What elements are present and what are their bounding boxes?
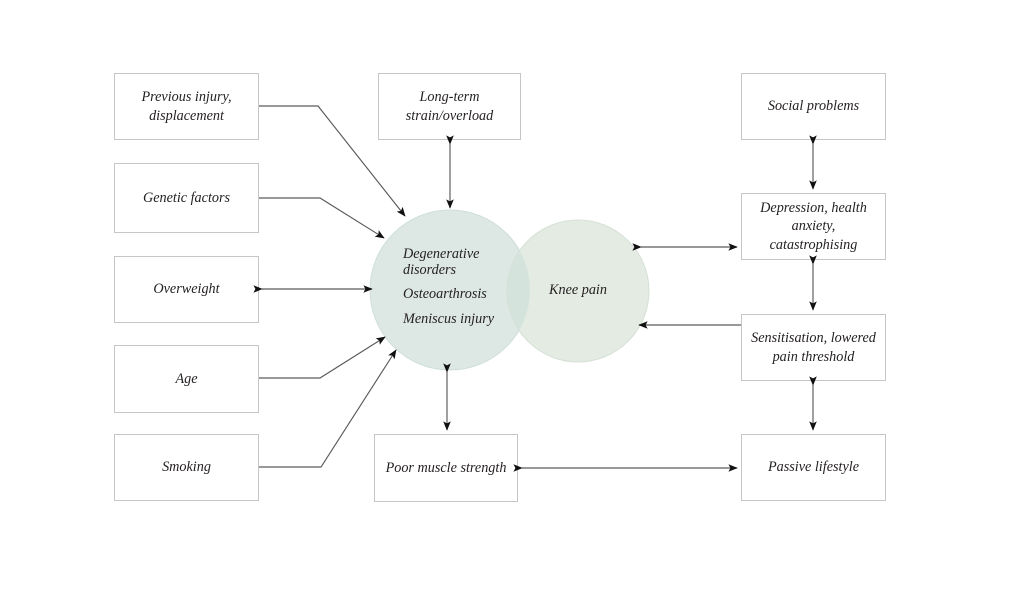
box-poor-muscle-strength-label: Poor muscle strength — [385, 459, 507, 476]
box-long-term-strain-label: Long-term strain/overload — [405, 89, 494, 124]
box-social-problems-label: Social problems — [767, 98, 860, 115]
box-age-label: Age — [175, 370, 198, 387]
connector-smoking-to-pathology — [259, 349, 397, 468]
box-previous-injury-label: Previous injury, displacement — [141, 89, 232, 124]
box-smoking-label: Smoking — [162, 459, 211, 476]
connector-previous-injury-to-pathology — [259, 105, 406, 217]
box-long-term-strain[interactable]: Long-term strain/overload — [378, 73, 521, 140]
box-overweight-label: Overweight — [153, 281, 220, 298]
box-age[interactable]: Age — [114, 345, 259, 413]
box-sensitisation-label: Sensitisation, lowered pain threshold — [751, 330, 876, 365]
box-passive-lifestyle[interactable]: Passive lifestyle — [741, 434, 886, 501]
box-depression-label: Depression, health anxiety, catastrophis… — [760, 200, 867, 253]
box-passive-lifestyle-label: Passive lifestyle — [767, 459, 859, 476]
box-sensitisation[interactable]: Sensitisation, lowered pain threshold — [741, 314, 886, 381]
box-previous-injury[interactable]: Previous injury, displacement — [114, 73, 259, 140]
box-depression[interactable]: Depression, health anxiety, catastrophis… — [741, 193, 886, 260]
box-poor-muscle-strength[interactable]: Poor muscle strength — [374, 434, 518, 502]
box-genetic-factors-label: Genetic factors — [142, 189, 231, 206]
box-genetic-factors[interactable]: Genetic factors — [114, 163, 259, 233]
box-smoking[interactable]: Smoking — [114, 434, 259, 501]
connector-age-to-pathology — [259, 336, 386, 379]
box-overweight[interactable]: Overweight — [114, 256, 259, 323]
connector-genetic-factors-to-pathology — [259, 197, 385, 239]
